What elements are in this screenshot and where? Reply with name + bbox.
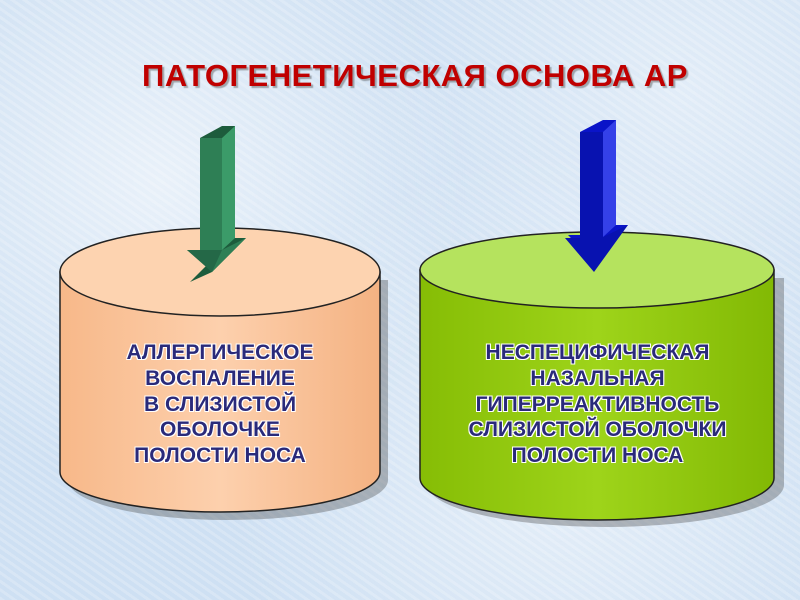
left-box-line: АЛЛЕРГИЧЕСКОЕ: [126, 341, 314, 364]
right-box-line: НЕСПЕЦИФИЧЕСКАЯ: [485, 341, 710, 364]
right-cylinder: [419, 231, 775, 521]
slide-title: ПАТОГЕНЕТИЧЕСКАЯ ОСНОВА АР: [142, 58, 688, 93]
left-box-line: ВОСПАЛЕНИЕ: [145, 366, 295, 390]
left-cylinder: [59, 227, 381, 513]
left-box-line: ПОЛОСТИ НОСА: [134, 444, 306, 468]
right-box-line: НАЗАЛЬНАЯ: [530, 366, 665, 390]
left-box-label: АЛЛЕРГИЧЕСКОЕ ВОСПАЛЕНИЕ В СЛИЗИСТОЙ ОБО…: [60, 340, 380, 469]
right-box-line: СЛИЗИСТОЙ ОБОЛОЧКИ: [468, 418, 727, 442]
right-box-line: ПОЛОСТИ НОСА: [511, 444, 684, 468]
left-box-line: ОБОЛОЧКЕ: [160, 418, 280, 442]
right-box-label: НЕСПЕЦИФИЧЕСКАЯ НАЗАЛЬНАЯ ГИПЕРРЕАКТИВНО…: [420, 340, 775, 469]
right-box-line: ГИПЕРРЕАКТИВНОСТЬ: [475, 392, 720, 416]
right-cylinder-body: [419, 269, 775, 521]
left-box-line: В СЛИЗИСТОЙ: [143, 392, 297, 416]
left-cylinder-body: [59, 271, 381, 513]
down-arrow-icon: [187, 126, 246, 282]
down-arrow-icon: [565, 120, 628, 272]
